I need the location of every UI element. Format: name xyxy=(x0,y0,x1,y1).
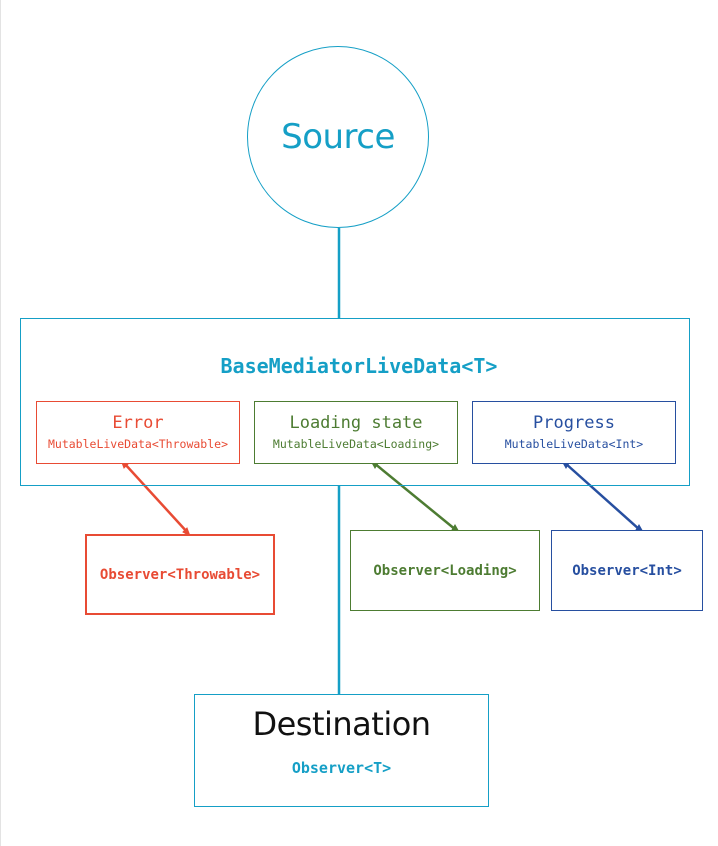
left-edge-rule xyxy=(0,0,1,846)
progress-livedata-box: Progress MutableLiveData<Int> xyxy=(472,401,676,464)
destination-title: Destination xyxy=(252,705,431,743)
observer-int-box: Observer<Int> xyxy=(551,530,703,611)
mediator-title: BaseMediatorLiveData<T> xyxy=(220,354,498,378)
destination-box: Destination Observer<T> xyxy=(194,694,489,807)
source-node: Source xyxy=(247,46,429,228)
loading-type: MutableLiveData<Loading> xyxy=(272,437,440,451)
loading-title: Loading state xyxy=(289,413,423,433)
observer-throwable-box: Observer<Throwable> xyxy=(85,534,275,615)
progress-title: Progress xyxy=(533,413,615,433)
observer-int-label: Observer<Int> xyxy=(572,562,682,579)
progress-type: MutableLiveData<Int> xyxy=(504,437,644,451)
observer-loading-label: Observer<Loading> xyxy=(373,562,517,579)
error-livedata-box: Error MutableLiveData<Throwable> xyxy=(36,401,240,464)
loading-livedata-box: Loading state MutableLiveData<Loading> xyxy=(254,401,458,464)
error-title: Error xyxy=(112,413,164,433)
source-label: Source xyxy=(281,117,395,157)
observer-loading-box: Observer<Loading> xyxy=(350,530,540,611)
observer-throwable-label: Observer<Throwable> xyxy=(99,566,261,583)
mediator-container xyxy=(20,318,690,486)
destination-observer-label: Observer<T> xyxy=(291,759,392,777)
error-type: MutableLiveData<Throwable> xyxy=(47,437,228,451)
